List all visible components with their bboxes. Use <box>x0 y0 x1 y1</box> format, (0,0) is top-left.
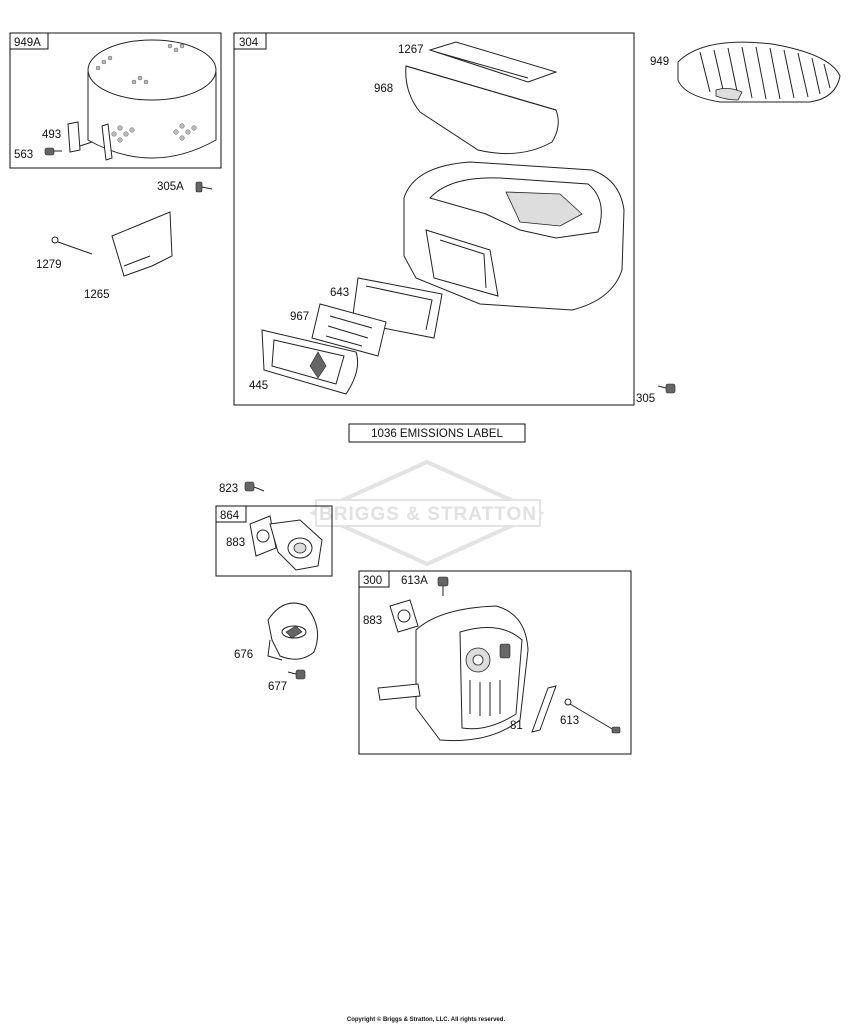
part-883-upper: 883 <box>226 537 245 549</box>
muffler-300 <box>377 605 529 742</box>
part-613A: 613A <box>401 575 428 587</box>
group-box-949A <box>9 32 222 169</box>
label-445 <box>261 329 359 395</box>
emissions-label-text: 1036 EMISSIONS LABEL <box>371 428 503 440</box>
bolt-613 <box>564 698 621 734</box>
air-cleaner-base-304 <box>403 161 625 311</box>
group-label-300: 300 <box>363 575 382 587</box>
part-968: 968 <box>374 83 393 95</box>
group-tag-304 <box>233 32 267 50</box>
group-tag-864 <box>215 505 247 523</box>
briggs-stratton-watermark: BRIGGS & STRATTON <box>309 459 545 567</box>
part-445: 445 <box>249 380 268 392</box>
screw-677 <box>287 669 306 680</box>
part-305: 305 <box>636 393 655 405</box>
part-967: 967 <box>290 311 309 323</box>
emissions-label-967 <box>311 303 387 357</box>
part-677: 677 <box>268 681 287 693</box>
air-cleaner-cover-949A <box>87 39 217 161</box>
part-643: 643 <box>330 287 349 299</box>
copyright-notice: Copyright © Briggs & Stratton, LLC. All … <box>347 1016 506 1023</box>
plate-1265 <box>111 211 173 277</box>
screw-305A <box>195 181 213 193</box>
group-tag-300 <box>358 570 390 588</box>
muffler-guard-676 <box>267 602 319 661</box>
part-493: 493 <box>42 129 61 141</box>
group-box-300 <box>358 570 632 755</box>
screw-823 <box>244 481 265 492</box>
group-box-864 <box>215 505 333 577</box>
bracket-493 <box>67 121 93 153</box>
pre-cleaner-968 <box>405 65 559 155</box>
bracket-81 <box>531 685 557 733</box>
watermark-brand: BRIGGS & STRATTON <box>319 504 537 525</box>
part-949: 949 <box>650 56 669 68</box>
group-tag-949A <box>9 32 49 50</box>
screw-563 <box>44 147 62 156</box>
filter-949 <box>677 41 841 103</box>
part-1265: 1265 <box>84 289 110 301</box>
part-613: 613 <box>560 715 579 727</box>
part-1267: 1267 <box>398 44 424 56</box>
part-823: 823 <box>219 483 238 495</box>
part-883-lower: 883 <box>363 615 382 627</box>
screw-305 <box>657 383 676 394</box>
gasket-883-upper <box>249 515 277 557</box>
group-label-304: 304 <box>239 37 259 49</box>
gasket-883-lower <box>389 599 419 633</box>
part-81: 81 <box>510 720 523 732</box>
screw-613A <box>437 576 449 596</box>
bolt-1279 <box>51 236 93 255</box>
group-label-864: 864 <box>220 510 240 522</box>
part-1279: 1279 <box>36 259 62 271</box>
group-label-949A: 949A <box>14 37 41 49</box>
part-563: 563 <box>14 149 33 161</box>
exhaust-adapter-864 <box>269 519 323 571</box>
emissions-label-box <box>348 423 526 443</box>
part-676: 676 <box>234 649 253 661</box>
filter-1267 <box>428 41 558 83</box>
part-305A: 305A <box>157 181 184 193</box>
group-box-304 <box>233 32 635 406</box>
